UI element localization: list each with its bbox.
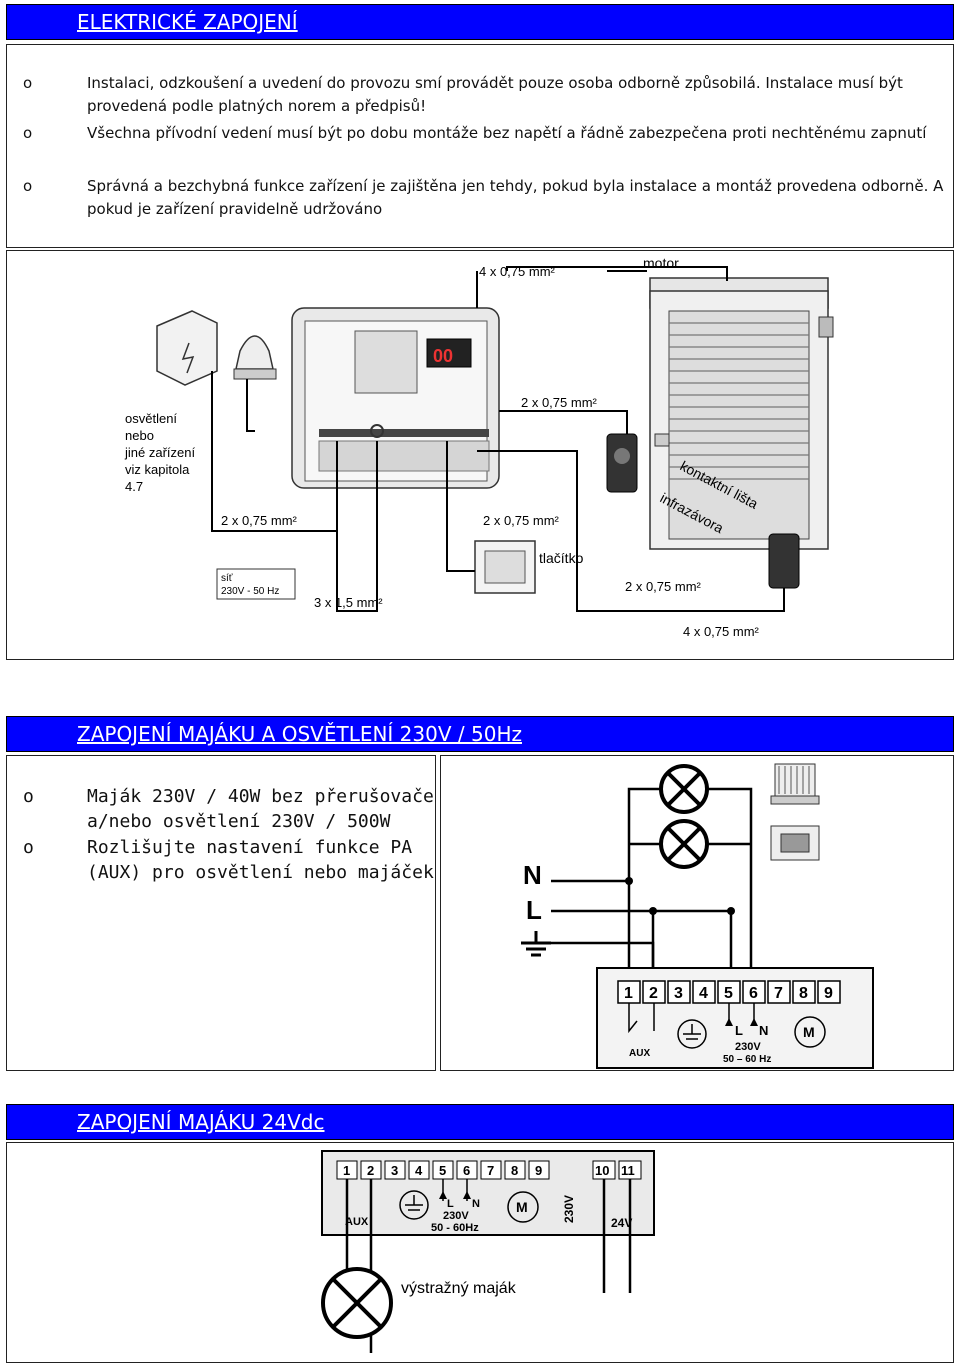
live-terminal-label: L: [447, 1198, 454, 1210]
section-header-electrical: ELEKTRICKÉ ZAPOJENÍ: [6, 4, 954, 40]
lighting-label-line: 4.7: [125, 479, 143, 494]
beacon-230v-notes-box: o Maják 230V / 40W bez přerušovače a/neb…: [6, 755, 436, 1071]
cable-label-photocell: 2 x 0,75 mm²: [625, 579, 702, 594]
terminal-label: 2: [367, 1163, 374, 1178]
section-title: ZAPOJENÍ MAJÁKU A OSVĚTLENÍ 230V / 50Hz: [77, 722, 522, 746]
ground-icon: [521, 931, 551, 957]
mains-label: síť 230V - 50 Hz: [216, 568, 296, 600]
safety-note: Správná a bezchybná funkce zařízení je z…: [87, 177, 944, 218]
terminal-block: 1 2 3 4 5 6 7 8 9: [596, 967, 874, 1069]
frequency-label: 50 - 60Hz: [431, 1222, 479, 1234]
motor-symbol-label: M: [803, 1024, 815, 1040]
section-title: ZAPOJENÍ MAJÁKU 24Vdc: [77, 1110, 325, 1134]
photocell-illustration: [606, 433, 800, 589]
section-header-beacon-24v: ZAPOJENÍ MAJÁKU 24Vdc: [6, 1104, 954, 1140]
terminal-label: 4: [699, 985, 708, 1002]
terminal-label: 7: [487, 1163, 494, 1178]
bullet-marker: o: [23, 177, 33, 195]
terminal-label: 5: [439, 1163, 446, 1178]
beacon-230v-diagram: N L 1 2 3 4 5 6: [521, 763, 874, 1069]
live-label: L: [526, 895, 542, 925]
beacon-230v-diagram-box: N L 1 2 3 4 5 6: [440, 755, 954, 1071]
cable-label-motor: 2 x 0,75 mm²: [521, 395, 598, 410]
lighting-label-line: jiné zařízení: [124, 445, 195, 460]
wiring-lines: [551, 787, 753, 981]
terminal-label: 3: [674, 985, 683, 1002]
neutral-terminal-label: N: [472, 1198, 480, 1210]
beacon-illustration: [233, 335, 277, 380]
lighting-label: osvětlení nebo jiné zařízení viz kapitol…: [124, 411, 195, 494]
terminal-label: 4: [415, 1163, 423, 1178]
section-title: ELEKTRICKÉ ZAPOJENÍ: [77, 10, 298, 34]
beacon-24v-diagram: 1 2 3 4 5 6 7 8 9 10 11: [321, 1150, 655, 1353]
bullet-marker: o: [23, 786, 34, 807]
safety-note: Instalaci, odzkoušení a uvedení do provo…: [87, 74, 903, 115]
beacon-note: Maják 230V / 40W bez přerušovače a/nebo …: [87, 786, 434, 832]
terminal-label: 9: [535, 1163, 542, 1178]
voltage-label: 230V: [443, 1210, 469, 1222]
terminal-label: 3: [391, 1163, 398, 1178]
terminal-label: 9: [824, 985, 833, 1002]
beacon-note: Rozlišujte nastavení funkce PA (AUX) pro…: [87, 837, 434, 883]
cable-label-top: 4 x 0,75 mm²: [479, 264, 556, 279]
neutral-label: N: [523, 860, 542, 890]
live-terminal-label: L: [735, 1023, 743, 1038]
mains-label-line: 230V - 50 Hz: [221, 586, 279, 597]
terminal-label: 1: [624, 985, 633, 1002]
terminal-label: 10: [595, 1163, 609, 1178]
neutral-terminal-label: N: [759, 1023, 768, 1038]
motor-symbol-label: M: [516, 1199, 528, 1215]
motor-label: motor: [643, 255, 679, 271]
lamp-symbol: [659, 819, 709, 869]
terminal-label: 7: [774, 985, 783, 1002]
cable-label-bottom: 4 x 0,75 mm²: [683, 624, 760, 639]
aux-label: AUX: [345, 1216, 369, 1228]
lamp-illustration: [156, 310, 218, 386]
control-unit-illustration: 00: [291, 307, 500, 489]
bullet-marker: o: [23, 837, 34, 858]
wiring-lines: [211, 266, 785, 612]
bullet-marker: o: [23, 74, 33, 92]
beacon-24v-diagram-box: 1 2 3 4 5 6 7 8 9 10 11: [6, 1142, 954, 1363]
mains-label-line: síť: [221, 573, 233, 584]
lighting-label-line: viz kapitola: [125, 462, 190, 477]
section-header-beacon-230v: ZAPOJENÍ MAJÁKU A OSVĚTLENÍ 230V / 50Hz: [6, 716, 954, 752]
bullet-marker: o: [23, 124, 33, 142]
beacon-icon: [770, 763, 820, 805]
terminal-label: 2: [649, 985, 658, 1002]
terminal-label: 6: [749, 985, 758, 1002]
cable-label-lighting: 2 x 0,75 mm²: [221, 513, 298, 528]
terminal-label: 5: [724, 985, 733, 1002]
garage-door-illustration: [649, 277, 834, 550]
voltage-label: 230V: [735, 1041, 761, 1053]
terminal-label: 6: [463, 1163, 470, 1178]
frequency-label: 50 – 60 Hz: [723, 1054, 771, 1065]
aux-label: AUX: [629, 1048, 650, 1059]
lighting-label-line: osvětlení: [125, 411, 177, 426]
lighting-label-line: nebo: [125, 428, 154, 443]
floodlight-icon: [770, 825, 820, 861]
voltage-vertical-label: 230V: [562, 1195, 576, 1223]
dc-voltage-label: 24V: [611, 1216, 632, 1230]
lamp-symbol: [659, 764, 709, 814]
cable-label-button: 2 x 0,75 mm²: [483, 513, 560, 528]
terminal-label: 1: [343, 1163, 350, 1178]
terminal-label: 8: [511, 1163, 518, 1178]
button-label: tlačítko: [539, 550, 584, 566]
wiring-overview-box: 00: [6, 250, 954, 660]
wiring-overview-diagram: 00: [124, 255, 834, 639]
safety-note: Všechna přívodní vedení musí být po dobu…: [87, 124, 927, 142]
display-readout: 00: [433, 346, 453, 366]
cable-label-mains: 3 x 1,5 mm²: [314, 595, 383, 610]
push-button-illustration: [474, 540, 536, 594]
terminal-label: 11: [621, 1163, 635, 1178]
beacon-label: výstražný maják: [401, 1280, 517, 1297]
beacon-symbol: [321, 1267, 393, 1339]
safety-notes-box: o Instalaci, odzkoušení a uvedení do pro…: [6, 44, 954, 248]
terminal-label: 8: [799, 985, 808, 1002]
